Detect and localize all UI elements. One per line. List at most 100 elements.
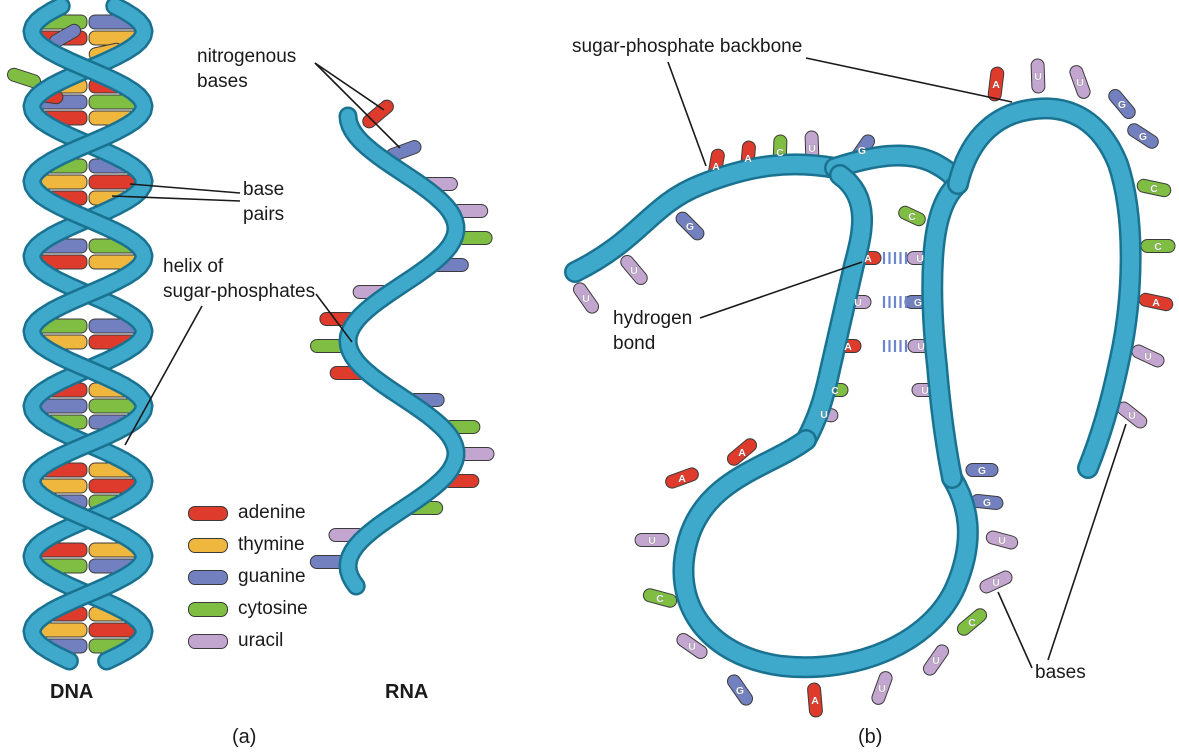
pointer-line — [314, 62, 401, 149]
base-letter: U — [1128, 410, 1136, 422]
base-letter: U — [854, 297, 862, 309]
pointer-line — [314, 62, 385, 111]
base-letter: A — [712, 161, 720, 173]
label-line: sugar-phosphates — [163, 281, 316, 303]
label-line: bases — [197, 71, 248, 93]
base-pill-guanine — [726, 674, 754, 706]
label-line: bond — [613, 333, 656, 355]
label-helix-of-sugar-phosphates: helix of sugar-phosphates — [163, 254, 315, 304]
base-pill-cytosine — [956, 608, 988, 636]
pointer-line — [129, 183, 241, 194]
legend: adenine thymine guanine cytosine uracil — [188, 497, 308, 657]
label-line: sugar-phosphate backbone — [572, 36, 803, 57]
base-pill-uracil — [1069, 65, 1091, 99]
legend-label: thymine — [238, 534, 305, 555]
base-letter: G — [858, 145, 866, 157]
caption-b: (b) — [858, 726, 883, 748]
dna-title: DNA — [50, 681, 94, 703]
base-letter: C — [1154, 241, 1162, 253]
base-letter: A — [844, 341, 852, 353]
base-pill-adenine — [987, 66, 1005, 102]
base-letter: C — [656, 593, 664, 605]
base-letter: A — [744, 153, 752, 165]
base-pill-uracil — [871, 671, 893, 705]
legend-item-adenine: adenine — [188, 497, 308, 529]
base-letter: A — [738, 447, 746, 459]
base-pill-guanine — [1108, 88, 1136, 120]
base-pill-guanine — [675, 211, 705, 241]
base-letter: A — [1152, 297, 1160, 309]
label-line: nitrogenous — [197, 46, 297, 67]
base-pill-uracil — [985, 530, 1019, 550]
caption-a: (a) — [232, 726, 257, 748]
legend-label: adenine — [238, 502, 306, 523]
pointer-line — [667, 61, 707, 167]
base-letter: U — [808, 143, 816, 155]
label-hydrogen-bond: hydrogen bond — [613, 306, 692, 356]
base-letter: G — [983, 497, 991, 509]
base-letter: U — [917, 341, 925, 353]
base-letter: G — [914, 297, 922, 309]
base-letter: U — [1034, 71, 1042, 83]
base-letter: U — [1144, 351, 1152, 363]
label-sugar-phosphate-backbone: sugar-phosphate backbone — [572, 34, 802, 59]
base-letter: C — [908, 211, 916, 223]
base-pill-uracil — [1030, 58, 1046, 94]
pointer-line — [699, 261, 863, 319]
base-letter: C — [1150, 183, 1158, 195]
base-letter: G — [1139, 131, 1147, 143]
base-letter: G — [686, 221, 694, 233]
base-letter: U — [921, 385, 929, 397]
legend-swatch-thymine — [188, 537, 228, 553]
pointer-line — [124, 305, 203, 446]
label-line: helix of — [163, 256, 224, 277]
base-letter: G — [736, 685, 744, 697]
base-pill-uracil — [634, 533, 670, 547]
legend-swatch-uracil — [188, 633, 228, 649]
base-letter: A — [811, 695, 819, 707]
base-letter: U — [992, 577, 1000, 589]
base-pill-uracil — [979, 570, 1013, 594]
base-pill-cytosine — [898, 205, 926, 227]
base-letter: U — [820, 409, 828, 421]
pointer-line — [111, 195, 241, 202]
base-letter: U — [648, 535, 656, 547]
base-pill-uracil — [922, 644, 950, 676]
pointer-line — [805, 57, 1013, 103]
legend-label: guanine — [238, 566, 306, 587]
base-pill-adenine — [726, 438, 758, 466]
base-letter: A — [864, 253, 872, 265]
base-pill-uracil — [676, 632, 708, 660]
label-bases: bases — [1035, 660, 1086, 685]
base-letter: G — [1118, 99, 1126, 111]
legend-swatch-cytosine — [188, 601, 228, 617]
legend-item-cytosine: cytosine — [188, 593, 308, 625]
label-nitrogenous-bases: nitrogenous bases — [197, 44, 296, 94]
base-letter: A — [678, 473, 686, 485]
pointer-line — [997, 591, 1033, 669]
base-letter: U — [878, 683, 886, 695]
base-letter: C — [968, 617, 976, 629]
legend-swatch-adenine — [188, 505, 228, 521]
base-pill-guanine — [965, 463, 999, 477]
pointer-line — [1047, 423, 1127, 661]
pointer-line — [315, 293, 353, 343]
base-letter: U — [1076, 77, 1084, 89]
legend-item-guanine: guanine — [188, 561, 308, 593]
base-pill-uracil — [572, 282, 600, 314]
label-line: hydrogen — [613, 308, 693, 329]
base-letter: U — [998, 535, 1006, 547]
base-letter: U — [630, 265, 638, 277]
base-letter: A — [992, 79, 1000, 91]
label-line: pairs — [243, 204, 285, 226]
legend-item-uracil: uracil — [188, 625, 308, 657]
base-letter: U — [688, 641, 696, 653]
base-letter: U — [932, 655, 940, 667]
legend-label: cytosine — [238, 598, 308, 619]
label-line: bases — [1035, 662, 1086, 683]
label-line: base — [243, 179, 285, 200]
base-pill-uracil — [620, 254, 648, 286]
base-letter: C — [831, 385, 839, 397]
